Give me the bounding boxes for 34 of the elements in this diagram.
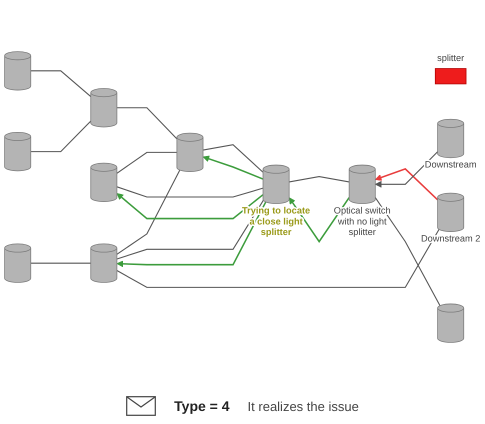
connector bbox=[116, 186, 264, 198]
node-cylinder bbox=[176, 132, 204, 172]
connector bbox=[202, 144, 264, 173]
node-cylinder bbox=[437, 118, 464, 158]
connector bbox=[289, 176, 350, 182]
node-cylinder bbox=[4, 51, 32, 90]
arrow bbox=[116, 193, 264, 220]
connector bbox=[116, 229, 440, 288]
arrow bbox=[375, 168, 438, 200]
message-type-label: Type = 4 bbox=[174, 398, 230, 414]
node-cylinder bbox=[437, 304, 464, 343]
arrow bbox=[116, 202, 266, 268]
note-text: It realizes the issue bbox=[248, 398, 359, 414]
connector bbox=[30, 70, 92, 97]
connector bbox=[116, 200, 264, 260]
connector bbox=[116, 152, 177, 174]
arrow bbox=[375, 151, 438, 188]
node-cylinder bbox=[90, 88, 118, 128]
connector bbox=[30, 262, 91, 264]
node-cylinder bbox=[262, 164, 290, 204]
node-caption: splitter bbox=[437, 52, 464, 63]
node-cylinder bbox=[90, 162, 118, 202]
connector bbox=[116, 170, 180, 255]
node-cylinder bbox=[90, 244, 118, 283]
node-box bbox=[434, 68, 466, 84]
node-cylinder bbox=[4, 132, 32, 172]
connector bbox=[30, 120, 92, 152]
node-caption: Downstream bbox=[424, 160, 477, 170]
node-cylinder bbox=[348, 164, 376, 204]
connector bbox=[116, 107, 178, 140]
node-cylinder bbox=[4, 244, 32, 283]
connector bbox=[374, 197, 440, 306]
arrow bbox=[202, 156, 264, 180]
node-cylinder bbox=[437, 192, 464, 232]
